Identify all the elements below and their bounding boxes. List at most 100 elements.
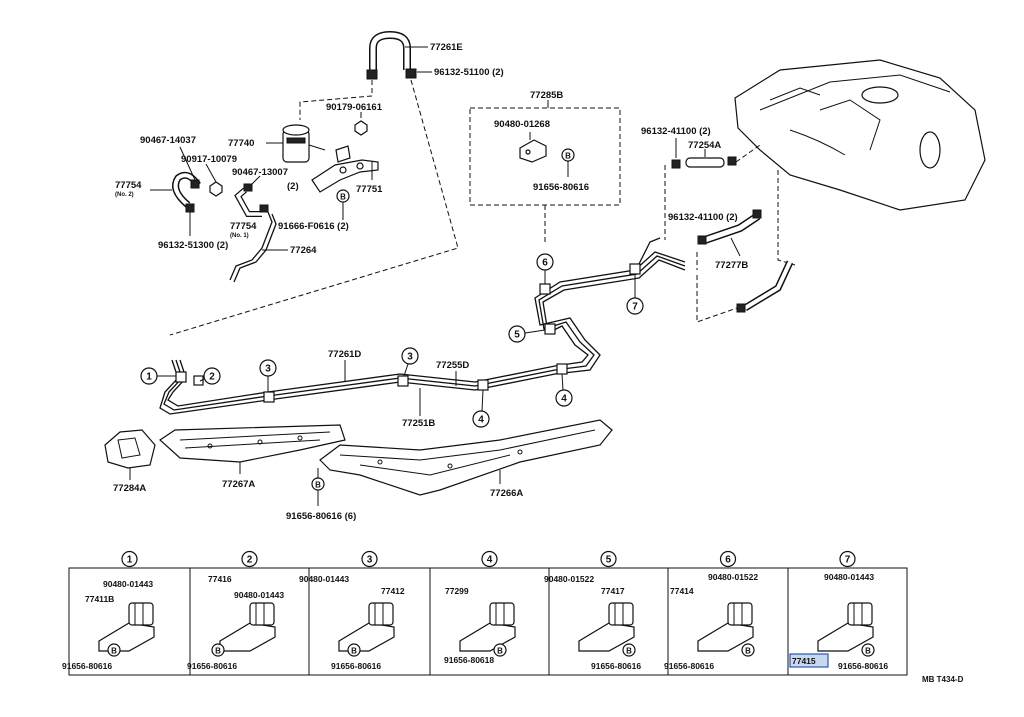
label-77751[interactable]: 77751	[356, 184, 383, 195]
panel-part-label[interactable]: 90480-01522	[544, 574, 594, 584]
hose-return[interactable]	[743, 260, 794, 311]
panel-part-label[interactable]: 91656-80616	[664, 661, 714, 671]
callout-6[interactable]: 6	[536, 253, 554, 284]
clamp-on-line-6[interactable]	[539, 283, 551, 295]
protector-77266A[interactable]	[319, 419, 613, 496]
panel-part-label[interactable]: 77415	[792, 656, 816, 666]
clip-90467-14037[interactable]	[190, 179, 200, 189]
label-96132-51300[interactable]: 96132-51300 (2)	[158, 240, 228, 251]
panel-bolt-b[interactable]	[493, 643, 507, 657]
panel-part-label[interactable]: 91656-80616	[187, 661, 237, 671]
panel-callout-5[interactable]	[600, 550, 617, 568]
fuel-tank[interactable]	[734, 59, 986, 211]
panel-part-label[interactable]: 77412	[381, 586, 405, 596]
callout-2[interactable]: 2	[199, 367, 221, 385]
canister-77740[interactable]	[282, 124, 326, 163]
label-77264[interactable]: 77264	[290, 245, 317, 256]
bracket-77751[interactable]	[311, 145, 379, 193]
label-96132-41100-a[interactable]: 96132-41100 (2)	[641, 126, 711, 137]
panel-callout-1[interactable]	[121, 550, 138, 568]
callout-3a[interactable]: 3	[259, 359, 277, 392]
panel-part-label[interactable]: 77417	[601, 586, 625, 596]
clamp-right-top[interactable]	[405, 68, 417, 79]
clamp-96132-51300[interactable]	[185, 203, 195, 213]
label-90179-06161[interactable]: 90179-06161	[326, 102, 383, 113]
panel-part-label[interactable]: 91656-80616	[591, 661, 641, 671]
panel-part-label[interactable]: 90480-01443	[103, 579, 153, 589]
clamp-on-line-3b[interactable]	[397, 375, 409, 387]
clip-90467-13007-b[interactable]	[259, 204, 269, 213]
panel-part-label[interactable]: 77416	[208, 574, 232, 584]
label-96132-51100[interactable]: 96132-51100 (2)	[434, 67, 504, 78]
label-77267A[interactable]: 77267A	[222, 479, 255, 490]
hose-77254A[interactable]	[685, 157, 725, 168]
protector-77284A[interactable]	[104, 429, 156, 469]
panel-bolt-b[interactable]	[107, 643, 121, 657]
hose-77277B[interactable]	[703, 212, 761, 244]
clamp-96132-41100-a1[interactable]	[671, 159, 681, 169]
label-96132-41100-b[interactable]: 96132-41100 (2)	[668, 212, 738, 223]
clamp-on-line-4a[interactable]	[477, 379, 489, 391]
panel-bolt-b[interactable]	[622, 643, 636, 657]
panel-part-label[interactable]: 90480-01443	[824, 572, 874, 582]
panel-bolt-b[interactable]	[211, 643, 225, 657]
label-77261E[interactable]: 77261E	[430, 42, 463, 53]
clamp-96132-41100-a2[interactable]	[727, 156, 737, 166]
label-90917-10079[interactable]: 90917-10079	[181, 154, 237, 165]
panel-part-label[interactable]: 91656-80616	[331, 661, 381, 671]
fuel-line-bundle[interactable]	[159, 237, 686, 415]
callout-5[interactable]: 5	[508, 325, 546, 343]
clamp-return[interactable]	[736, 303, 746, 313]
clamp-on-line-1[interactable]	[175, 371, 187, 383]
panel-part-label[interactable]: 91656-80616	[838, 661, 888, 671]
label-77740[interactable]: 77740	[228, 138, 254, 149]
label-91656-80616-6[interactable]: 91656-80616 (6)	[286, 511, 356, 522]
clamp-on-line-4b[interactable]	[556, 363, 568, 375]
panel-callout-6[interactable]	[719, 550, 737, 568]
hose-77754-no1[interactable]	[234, 187, 262, 217]
clamp-on-line-3a[interactable]	[263, 391, 275, 403]
label-77266A[interactable]: 77266A	[490, 488, 523, 499]
gasket-90917-10079[interactable]	[209, 181, 223, 197]
panel-callout-4[interactable]	[481, 550, 498, 568]
label-77255D[interactable]: 77255D	[436, 360, 469, 371]
label-77261D[interactable]: 77261D	[328, 349, 361, 360]
label-77254A[interactable]: 77254A	[688, 140, 721, 151]
callout-3b[interactable]: 3	[401, 347, 419, 377]
panel-part-label[interactable]: 90480-01443	[234, 590, 284, 600]
panel-part-label[interactable]: 90480-01522	[708, 572, 758, 582]
label-77284A[interactable]: 77284A	[113, 483, 146, 494]
clamp-96132-41100-b2[interactable]	[752, 209, 762, 219]
callout-4b[interactable]: 4	[555, 373, 573, 407]
clamp-90480-01268[interactable]	[519, 139, 547, 163]
callout-4a[interactable]: 4	[472, 389, 490, 428]
panel-callout-2[interactable]	[241, 550, 258, 568]
label-77754-no2[interactable]: 77754	[115, 180, 142, 191]
panel-bolt-b[interactable]	[347, 643, 361, 657]
label-91666-F0616[interactable]: 91666-F0616 (2)	[278, 221, 349, 232]
panel-part-label[interactable]: 90480-01443	[299, 574, 349, 584]
clamp-on-line-5[interactable]	[544, 323, 556, 335]
label-91656-80616-box[interactable]: 91656-80616	[533, 182, 589, 193]
panel-part-label[interactable]: 77299	[445, 586, 469, 596]
panel-part-label[interactable]: 91656-80616	[62, 661, 112, 671]
panel-part-label[interactable]: 91656-80618	[444, 655, 494, 665]
protector-77267A[interactable]	[159, 424, 346, 463]
panel-part-label[interactable]: 77411B	[85, 594, 114, 604]
callout-7[interactable]: 7	[626, 274, 644, 315]
panel-part-label[interactable]: 77414	[670, 586, 694, 596]
label-90467-14037[interactable]: 90467-14037	[140, 135, 196, 146]
label-77251B[interactable]: 77251B	[402, 418, 435, 429]
tube-77264[interactable]	[229, 211, 277, 283]
panel-callout-3[interactable]	[361, 550, 378, 568]
panel-callout-7[interactable]	[839, 550, 856, 568]
label-77277B[interactable]: 77277B	[715, 260, 748, 271]
clamp-left-top[interactable]	[366, 69, 378, 80]
callout-1[interactable]: 1	[140, 367, 176, 385]
hose-77754-no2[interactable]	[172, 171, 201, 208]
nut-90179-06161[interactable]	[354, 120, 368, 136]
label-90480-01268[interactable]: 90480-01268	[494, 119, 550, 130]
panel-bolt-b[interactable]	[741, 643, 755, 657]
label-77285B[interactable]: 77285B	[530, 90, 563, 101]
label-90467-13007[interactable]: 90467-13007	[232, 167, 288, 178]
